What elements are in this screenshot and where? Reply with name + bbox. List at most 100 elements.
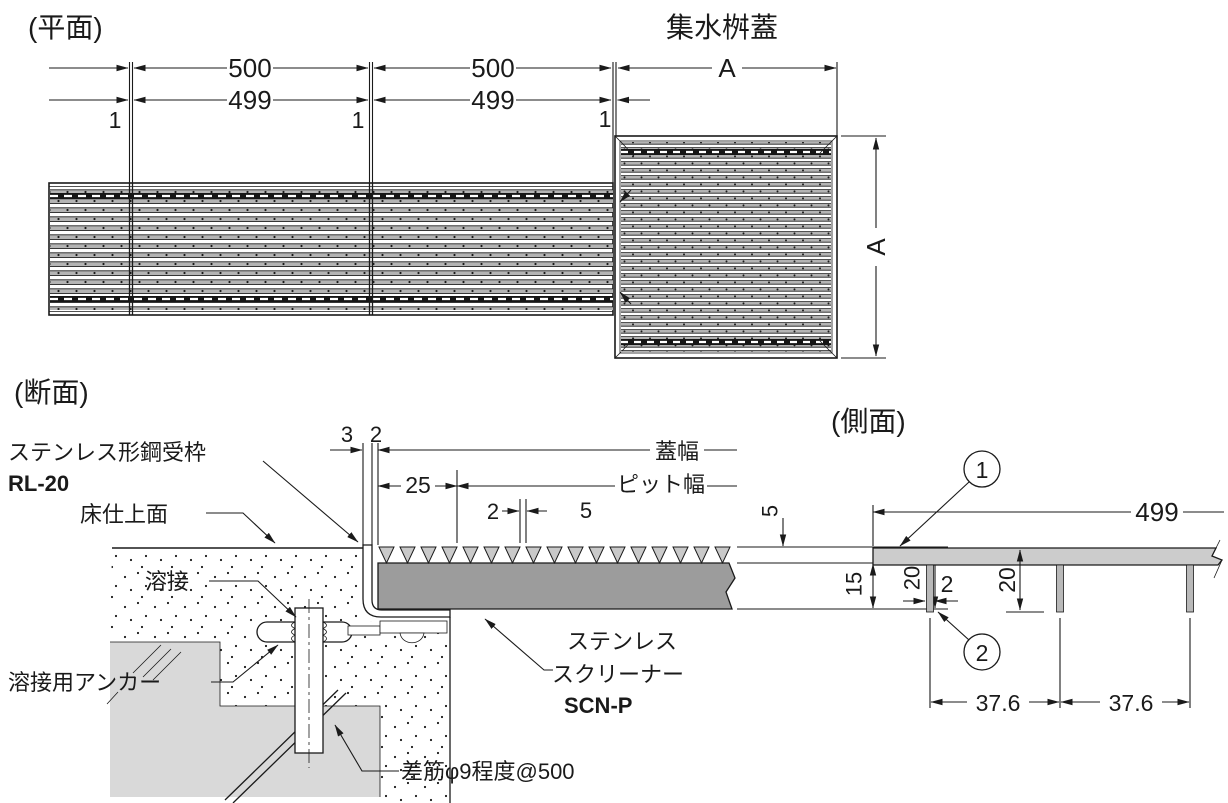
dim-gap2-label: 1 <box>352 107 365 133</box>
screener-tooth <box>672 546 689 565</box>
dim-panel1-label: 499 <box>228 85 271 115</box>
dim-pitch2-label: 500 <box>471 53 514 83</box>
screener-tooth <box>399 546 416 565</box>
section-dim-pit-width: 25 ピット幅 <box>377 472 737 498</box>
side-leg-thickness-label: 2 <box>941 571 954 597</box>
callout-2: 2 <box>937 611 1001 671</box>
basin-corner-mark-top <box>619 189 632 203</box>
side-dim-spacing: 37.6 37.6 <box>930 689 1190 716</box>
screener-tooth <box>378 546 395 565</box>
side-leg-1 <box>926 564 934 613</box>
tooth-top-label: 5 <box>580 498 592 523</box>
concrete-existing <box>106 641 381 797</box>
weld-label: 溶接 <box>145 569 189 594</box>
basin-corner-miters <box>614 135 838 359</box>
side-plate-break <box>1211 539 1223 579</box>
callout-1-circle <box>963 450 1001 488</box>
dim-5-label: 5 <box>758 505 783 517</box>
l-frame <box>362 544 451 618</box>
weld-leader <box>209 580 297 618</box>
callout-2-number: 2 <box>976 640 989 666</box>
cover-width-label: 蓋幅 <box>655 439 699 464</box>
screener-tooth <box>714 546 731 565</box>
dim-3-label: 3 <box>341 422 353 447</box>
plan-extension-lines <box>128 62 886 359</box>
side-view: (側面) 499 2 20 <box>831 406 1224 716</box>
screener-tooth <box>420 546 437 565</box>
strip-joint-lines <box>128 183 374 315</box>
dim-gap3-label: 1 <box>599 106 612 132</box>
screener-label-line1: ステンレス <box>567 629 677 654</box>
dowel-label: 差筋φ9程度@500 <box>401 759 575 784</box>
section-dim-3-2: 3 2 <box>330 422 382 454</box>
strip-grating-bars <box>50 187 613 310</box>
screener-teeth <box>378 546 731 565</box>
callout-2-circle <box>963 633 1001 671</box>
screener-tooth <box>588 546 605 565</box>
screener-tooth <box>483 546 500 565</box>
basin-cover-label: 集水桝蓋 <box>666 12 778 43</box>
plan-dim-row-panel: 499 499 1 1 1 <box>49 85 650 133</box>
dim-20-label: 20 <box>900 566 925 590</box>
side-height-label: 20 <box>994 567 1020 593</box>
dim-gap1-label: 1 <box>109 107 122 133</box>
strip-grating <box>48 182 614 316</box>
plan-view: (平面) 集水桝蓋 <box>28 12 891 359</box>
frame-seat-plate <box>379 620 448 644</box>
section-extension-lines <box>362 443 948 610</box>
section-dim-heights: 5 15 20 <box>758 505 939 609</box>
weld-anchor-leader <box>211 644 279 683</box>
anchor-tab <box>347 625 381 636</box>
anchor-assembly <box>256 599 381 768</box>
side-leg-2 <box>1056 564 1064 613</box>
dim-basin-height-label: A <box>861 238 891 256</box>
basin-cover-bars <box>621 142 831 352</box>
side-leg-3 <box>1186 564 1194 613</box>
dim-pitch1-label: 500 <box>228 53 271 83</box>
side-title: (側面) <box>831 406 906 437</box>
dim-2-label: 2 <box>370 422 382 447</box>
screener-tooth <box>441 546 458 565</box>
dim-basin-width-label: A <box>718 53 736 83</box>
section-view: (断面) <box>8 377 948 803</box>
dim-15-label: 15 <box>842 572 867 596</box>
callout-1-leader <box>899 481 970 547</box>
frame-model-label: RL-20 <box>8 471 69 496</box>
section-title: (断面) <box>14 377 89 408</box>
screener-label-line2: スクリーナー <box>552 662 684 687</box>
plan-dim-basin-height: A <box>861 137 891 357</box>
frame-label: ステンレス形鋼受枠 <box>8 440 206 465</box>
screener-tooth <box>546 546 563 565</box>
pit-width-label: ピット幅 <box>617 472 705 497</box>
tooth-gap-label: 2 <box>487 499 499 524</box>
concrete-new <box>110 548 450 803</box>
floor-label: 床仕上面 <box>80 502 168 527</box>
screener-tooth <box>693 546 710 565</box>
callout-1: 1 <box>899 450 1001 547</box>
dim-panel2-label: 499 <box>471 85 514 115</box>
screener-leader <box>484 618 553 671</box>
screener-bar <box>377 562 736 610</box>
basin-cover <box>614 135 838 359</box>
side-plate <box>872 547 1224 566</box>
screener-tooth <box>504 546 521 565</box>
side-dim-length: 499 <box>872 497 1224 527</box>
plan-title: (平面) <box>28 12 103 43</box>
existing-concrete-hatch <box>106 644 182 705</box>
frame-leader <box>262 460 359 543</box>
side-dim-height: 20 <box>994 549 1024 611</box>
screener-tooth <box>525 546 542 565</box>
dim-25-label: 25 <box>405 472 431 498</box>
screener-tooth <box>630 546 647 565</box>
plan-dim-row-pitch: 500 500 A <box>49 53 837 83</box>
screener-tooth <box>567 546 584 565</box>
side-extension-lines <box>872 505 1191 708</box>
callout-1-number: 1 <box>976 457 989 483</box>
weld-anchor-label: 溶接用アンカー <box>8 670 161 695</box>
floor-leader <box>206 512 276 544</box>
side-dim-leg-thickness: 2 <box>903 571 958 605</box>
section-labels: ステンレス形鋼受枠 RL-20 床仕上面 溶接 溶接用アンカー 差筋φ9程度@5… <box>8 440 684 784</box>
side-spacing1-label: 37.6 <box>976 690 1021 716</box>
